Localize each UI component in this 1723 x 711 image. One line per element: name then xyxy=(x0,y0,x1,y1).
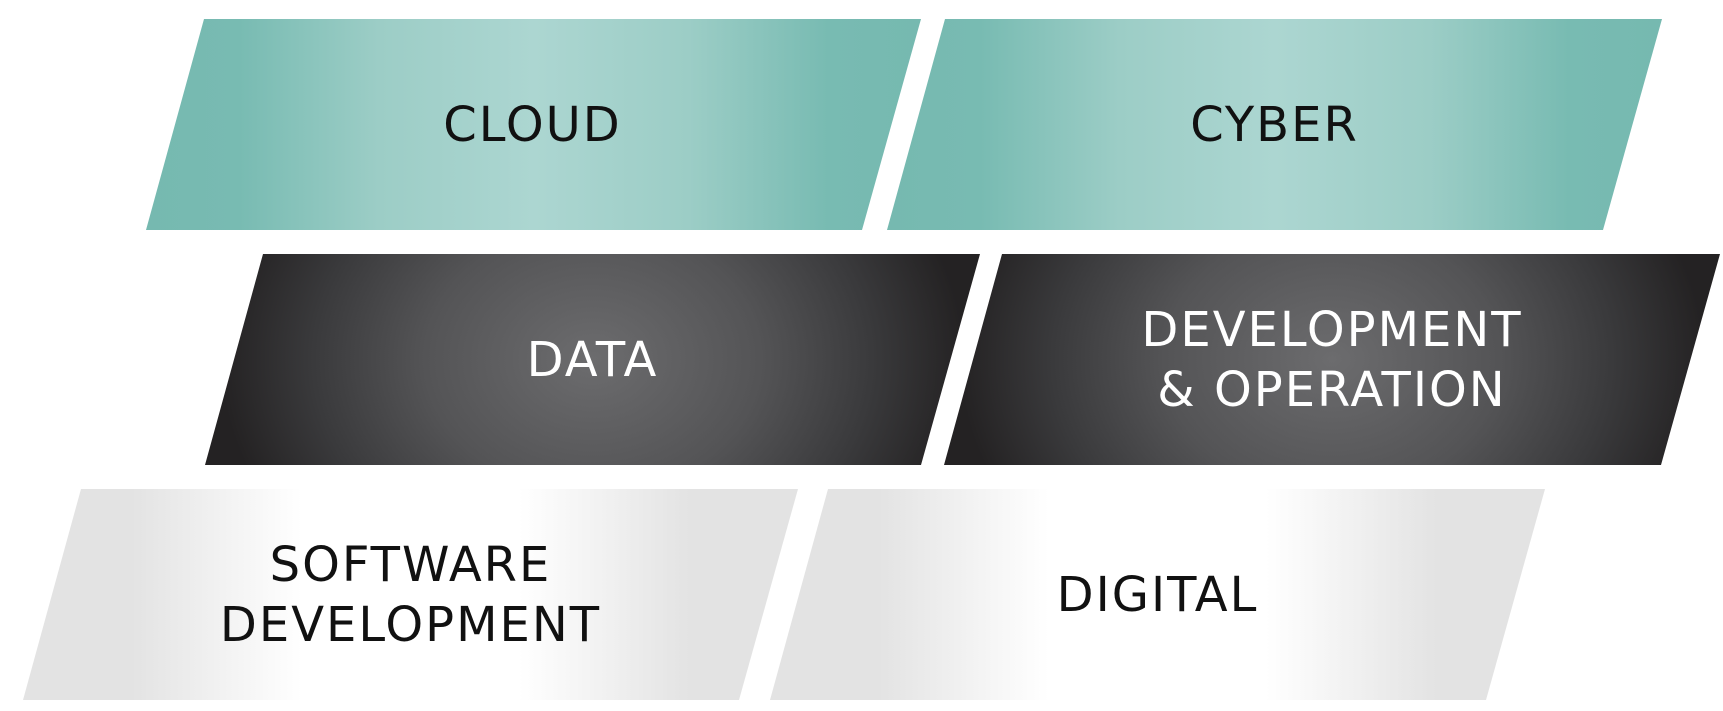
tile-digital: DIGITAL xyxy=(770,489,1545,700)
tile-data: DATA xyxy=(205,254,980,465)
tile-cyber: CYBER xyxy=(887,19,1662,230)
tile-cloud-label: CLOUD xyxy=(443,96,622,153)
tile-development-operation: DEVELOPMENT & OPERATION xyxy=(944,254,1720,465)
tile-digital-label: DIGITAL xyxy=(1056,566,1259,623)
tile-software-development-label: SOFTWARE DEVELOPMENT xyxy=(219,536,602,653)
tile-data-label: DATA xyxy=(526,331,659,388)
tile-software-development: SOFTWARE DEVELOPMENT xyxy=(23,489,798,700)
tile-cloud: CLOUD xyxy=(146,19,921,230)
tile-development-operation-label: DEVELOPMENT & OPERATION xyxy=(1141,301,1523,418)
tile-cyber-label: CYBER xyxy=(1190,96,1359,153)
